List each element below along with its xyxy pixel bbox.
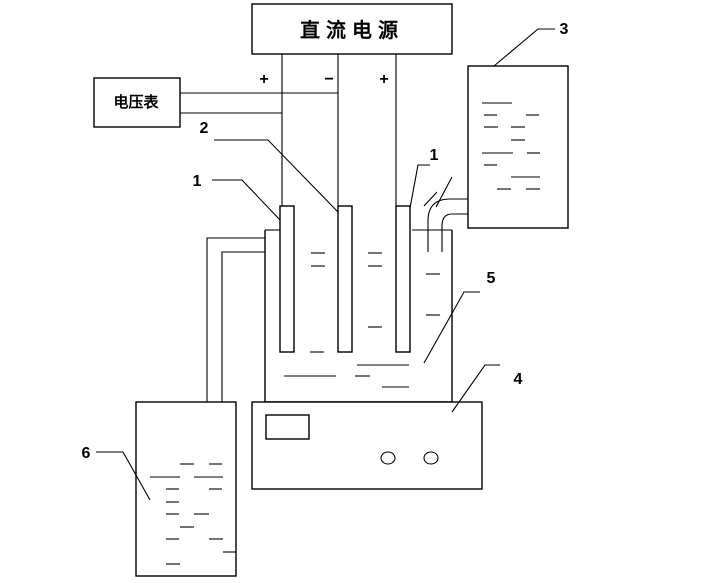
heater-knob-left — [380, 451, 396, 465]
power-supply-box — [251, 3, 453, 55]
electrode-left — [279, 205, 295, 353]
voltmeter-box — [93, 77, 181, 128]
electrode-middle — [337, 205, 353, 353]
label-1-right: 1 — [430, 147, 439, 164]
label-4: 4 — [514, 371, 523, 388]
label-6: 6 — [82, 445, 91, 462]
leader-4 — [451, 364, 500, 413]
terminal-right-sign: + — [379, 71, 388, 88]
heater-stirrer — [251, 401, 483, 490]
reservoir-3 — [467, 65, 569, 229]
reservoir-6-marks — [150, 463, 236, 565]
outlet-tube — [206, 237, 265, 402]
leader-6 — [96, 451, 151, 501]
power-supply-label: 直流电源 — [300, 18, 404, 42]
leader-1-left — [212, 179, 281, 221]
terminal-left-sign: + — [259, 71, 268, 88]
dc-power-supply: 直流电源 — [251, 3, 453, 55]
heater-knob-right — [423, 451, 439, 465]
leader-3 — [493, 28, 555, 67]
label-3: 3 — [560, 21, 569, 38]
label-2: 2 — [200, 120, 209, 137]
label-5: 5 — [487, 270, 496, 287]
leader-1-right — [409, 164, 430, 209]
leader-5 — [423, 291, 480, 364]
reservoir-3-marks — [482, 102, 540, 190]
voltmeter: 电压表 — [93, 77, 181, 128]
voltmeter-label: 电压表 — [113, 93, 159, 111]
electrode-right — [395, 205, 411, 353]
callouts: 1 2 1 3 5 4 6 — [82, 21, 569, 501]
tank-solution-marks — [284, 252, 440, 388]
terminal-middle-sign: − — [324, 71, 333, 88]
heater-display — [265, 414, 310, 440]
label-1-left: 1 — [193, 173, 202, 190]
leader-2 — [214, 139, 339, 213]
inlet-bent-tube — [423, 176, 468, 252]
